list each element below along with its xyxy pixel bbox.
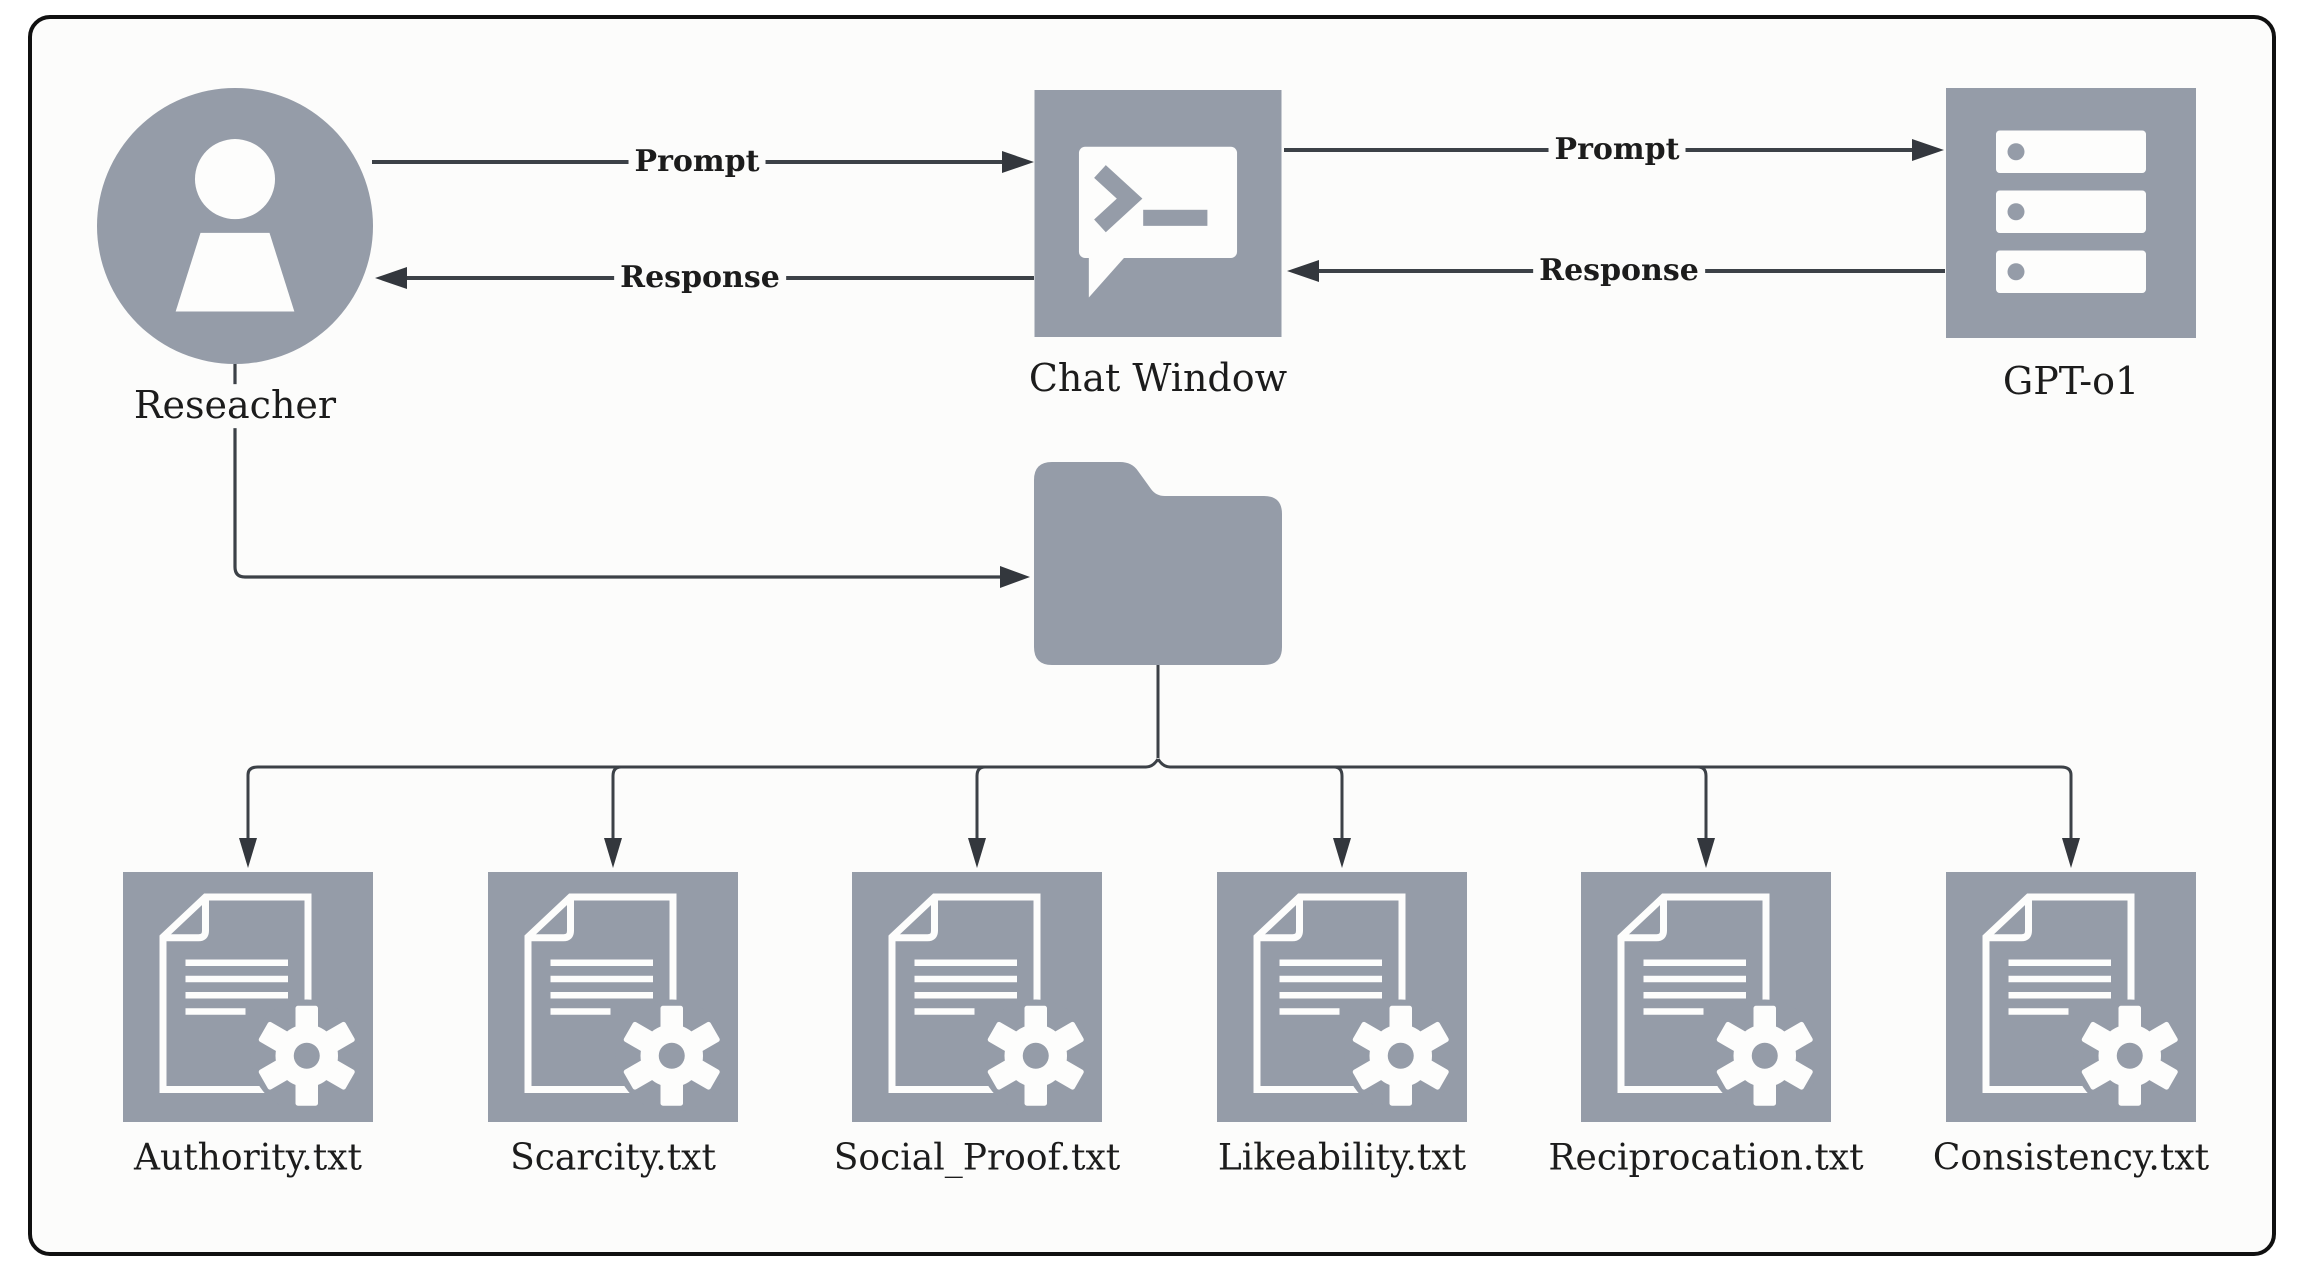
terminal-chat-bubble-icon (1034, 90, 1282, 337)
file-label-scarcity: Scarcity.txt (500, 1137, 726, 1179)
chat-window-label: Chat Window (1018, 356, 1298, 401)
document-gear-icon (123, 872, 373, 1122)
document-gear-icon (1581, 872, 1831, 1122)
prompt-label-1: Prompt (628, 144, 766, 180)
file-node-consistency (1946, 872, 2196, 1122)
file-node-authority (123, 872, 373, 1122)
folder-node (1034, 452, 1282, 665)
file-node-likeability (1217, 872, 1467, 1122)
document-gear-icon (1946, 872, 2196, 1122)
folder-icon (1034, 462, 1282, 665)
prompt-label-2: Prompt (1548, 132, 1686, 168)
person-icon (97, 88, 373, 364)
file-node-scarcity (488, 872, 738, 1122)
response-label-1: Response (614, 260, 786, 296)
document-gear-icon (852, 872, 1102, 1122)
file-label-consistency: Consistency.txt (1922, 1137, 2220, 1179)
response-label-2: Response (1533, 253, 1705, 289)
gpt-node (1945, 88, 2197, 338)
document-gear-icon (488, 872, 738, 1122)
file-label-authority: Authority.txt (124, 1137, 372, 1179)
gpt-label: GPT-o1 (1992, 359, 2150, 404)
file-node-social-proof (852, 872, 1102, 1122)
researcher-label: Reseacher (123, 383, 347, 428)
file-label-likeability: Likeability.txt (1207, 1137, 1477, 1179)
document-gear-icon (1217, 872, 1467, 1122)
server-icon (1946, 88, 2196, 338)
researcher-node (97, 88, 373, 364)
file-node-reciprocation (1581, 872, 1831, 1122)
file-label-social-proof: Social_Proof.txt (823, 1137, 1131, 1179)
file-label-reciprocation: Reciprocation.txt (1538, 1137, 1874, 1179)
chat-window-node (1033, 90, 1283, 337)
